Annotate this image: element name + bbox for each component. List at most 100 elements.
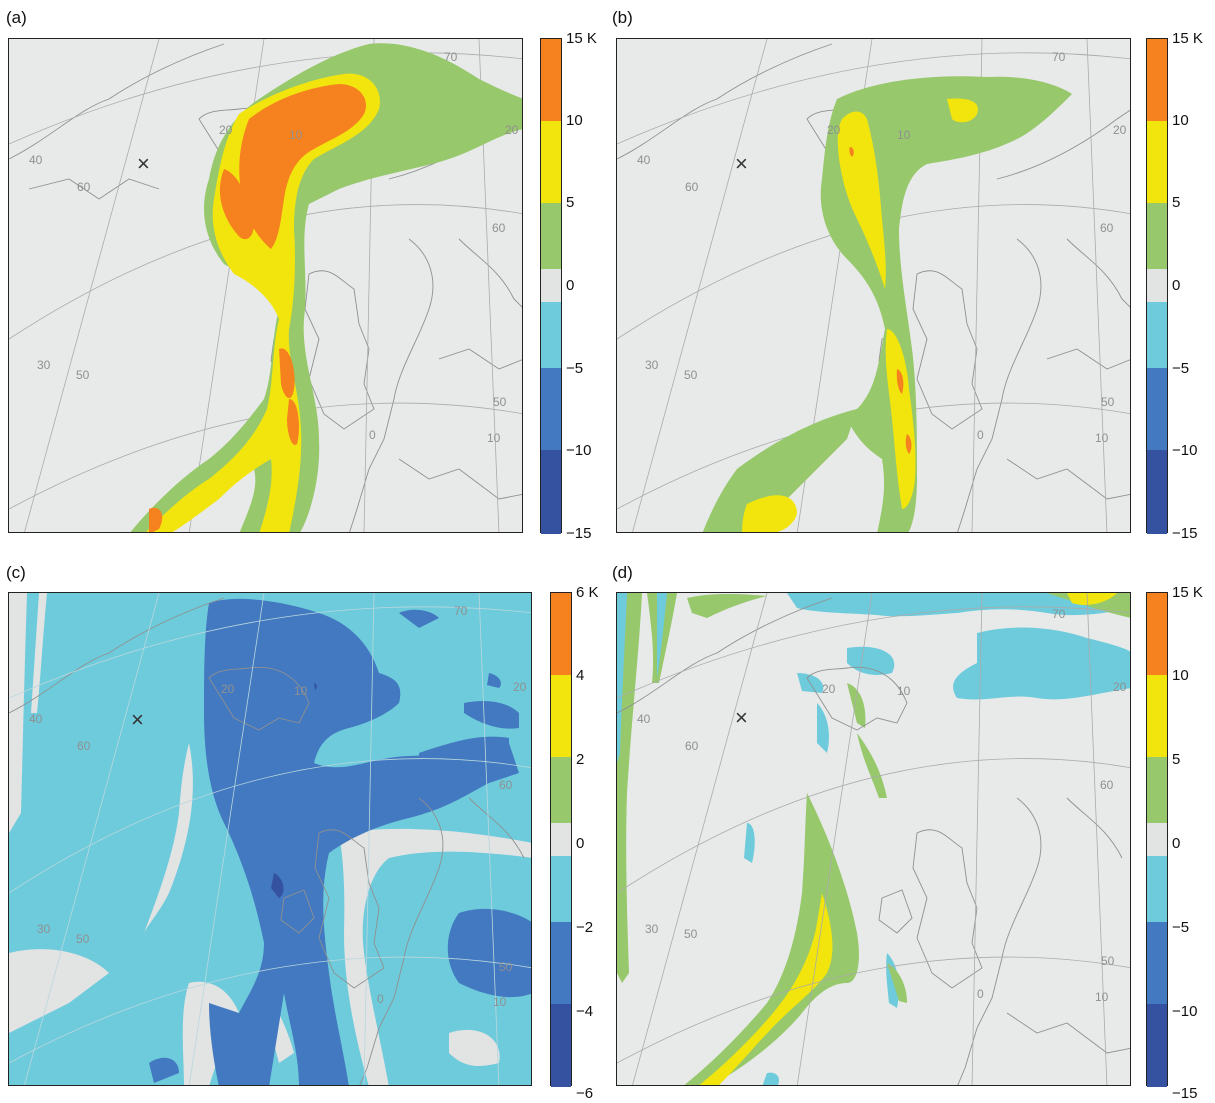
colorbar-tick: 10	[566, 112, 583, 129]
grid-label: 50	[684, 927, 698, 941]
grid-label: 10	[493, 995, 507, 1009]
grid-label: 0	[977, 987, 984, 1001]
colorbar-seg	[541, 121, 561, 203]
grid-label: 0	[977, 428, 984, 442]
colorbar-tick: −15	[566, 525, 592, 542]
grid-label: 10	[1095, 990, 1109, 1004]
grid-label: 50	[76, 368, 90, 382]
panel-b-label: (b)	[612, 8, 633, 27]
colorbar-tick: 6 K	[576, 584, 599, 601]
colorbar-tick: 10	[1172, 112, 1189, 129]
location-marker: ×	[137, 151, 150, 176]
colorbar-tick: −5	[1172, 919, 1190, 936]
grid-label: 70	[1052, 607, 1066, 621]
grid-label: 20	[827, 123, 841, 137]
grid-label: 40	[29, 712, 43, 726]
grid-label: 50	[76, 932, 90, 946]
grid-label: 50	[1101, 395, 1115, 409]
grid-label: 20	[1113, 123, 1127, 137]
colorbar-tick: 0	[1172, 277, 1181, 294]
grid-label: 50	[493, 395, 507, 409]
colorbar-seg	[541, 302, 561, 368]
grid-label: 30	[37, 358, 51, 372]
grid-label: 60	[685, 180, 699, 194]
colorbar-tick: −2	[576, 919, 594, 936]
grid-label: 70	[1052, 50, 1066, 64]
colorbar-tick: 4	[576, 667, 585, 684]
colorbar-tick: −6	[576, 1085, 594, 1102]
colorbar-tick: 15 K	[566, 30, 597, 47]
location-marker: ×	[735, 151, 748, 176]
location-marker: ×	[131, 707, 144, 732]
colorbar-seg	[541, 269, 561, 302]
grid-label: 20	[1113, 680, 1127, 694]
colorbar-a	[540, 38, 562, 534]
grid-label: 10	[294, 684, 308, 698]
grid-label: 30	[37, 922, 51, 936]
grid-label: 60	[499, 778, 513, 792]
colorbar-seg	[541, 203, 561, 269]
colorbar-tick: −10	[1172, 442, 1198, 459]
grid-label: 60	[492, 221, 506, 235]
grid-label: 10	[487, 431, 501, 445]
colorbar-seg	[541, 450, 561, 534]
colorbar-tick: 0	[1172, 835, 1181, 852]
grid-label: 50	[1101, 954, 1115, 968]
colorbar-c	[550, 592, 572, 1087]
panel-d-label: (d)	[612, 563, 633, 582]
grid-label: 20	[505, 123, 519, 137]
colorbar-tick: 0	[576, 835, 585, 852]
colorbar-tick: −10	[566, 442, 592, 459]
colorbar-seg	[541, 39, 561, 121]
grid-label: 50	[499, 960, 513, 974]
grid-label: 20	[221, 682, 235, 696]
grid-label: 0	[377, 992, 384, 1006]
grid-label: 40	[637, 712, 651, 726]
grid-label: 20	[513, 680, 527, 694]
grid-label: 10	[897, 128, 911, 142]
colorbar-tick: 5	[1172, 751, 1181, 768]
colorbar-seg	[541, 368, 561, 450]
panel-c-label: (c)	[6, 563, 26, 582]
colorbar-tick: −4	[576, 1003, 594, 1020]
colorbar-d	[1146, 592, 1168, 1087]
grid-label: 60	[685, 739, 699, 753]
grid-label: 50	[684, 368, 698, 382]
grid-label: 30	[645, 922, 659, 936]
map-panel-c: 70 20 60 40 60 30 50 50 0 10 10 20 ×	[8, 592, 532, 1086]
grid-label: 60	[1100, 221, 1114, 235]
grid-label: 40	[29, 153, 43, 167]
colorbar-tick: −15	[1172, 525, 1198, 542]
grid-label: 20	[822, 682, 836, 696]
colorbar-tick: 2	[576, 751, 585, 768]
colorbar-tick: 15 K	[1172, 30, 1203, 47]
grid-label: 20	[219, 123, 233, 137]
map-panel-b: 70 20 60 40 60 30 50 50 0 10 10 20 ×	[616, 38, 1131, 533]
grid-label: 30	[645, 358, 659, 372]
grid-label: 10	[1095, 431, 1109, 445]
colorbar-tick: 10	[1172, 667, 1189, 684]
colorbar-tick: −5	[566, 360, 584, 377]
colorbar-tick: 15 K	[1172, 584, 1203, 601]
map-panel-d: 70 20 60 40 60 30 50 50 0 10 10 20 ×	[616, 592, 1131, 1086]
colorbar-b	[1146, 38, 1168, 534]
colorbar-tick: −5	[1172, 360, 1190, 377]
grid-label: 10	[289, 128, 303, 142]
grid-label: 70	[444, 50, 458, 64]
grid-label: 10	[897, 684, 911, 698]
colorbar-tick: 5	[1172, 194, 1181, 211]
grid-label: 40	[637, 153, 651, 167]
grid-label: 60	[77, 739, 91, 753]
panel-a-label: (a)	[6, 8, 27, 27]
grid-label: 0	[369, 428, 376, 442]
map-panel-a: 70 20 60 40 60 30 50 50 0 10 10 20 ×	[8, 38, 523, 533]
colorbar-tick: −10	[1172, 1003, 1198, 1020]
grid-label: 60	[1100, 778, 1114, 792]
colorbar-tick: 5	[566, 194, 575, 211]
colorbar-tick: −15	[1172, 1085, 1198, 1102]
grid-label: 60	[77, 180, 91, 194]
grid-label: 70	[454, 604, 468, 618]
grid-labels-a: 70 20 60 40 60 30 50 50 0 10 10 20	[29, 50, 519, 445]
location-marker: ×	[735, 705, 748, 730]
colorbar-tick: 0	[566, 277, 575, 294]
